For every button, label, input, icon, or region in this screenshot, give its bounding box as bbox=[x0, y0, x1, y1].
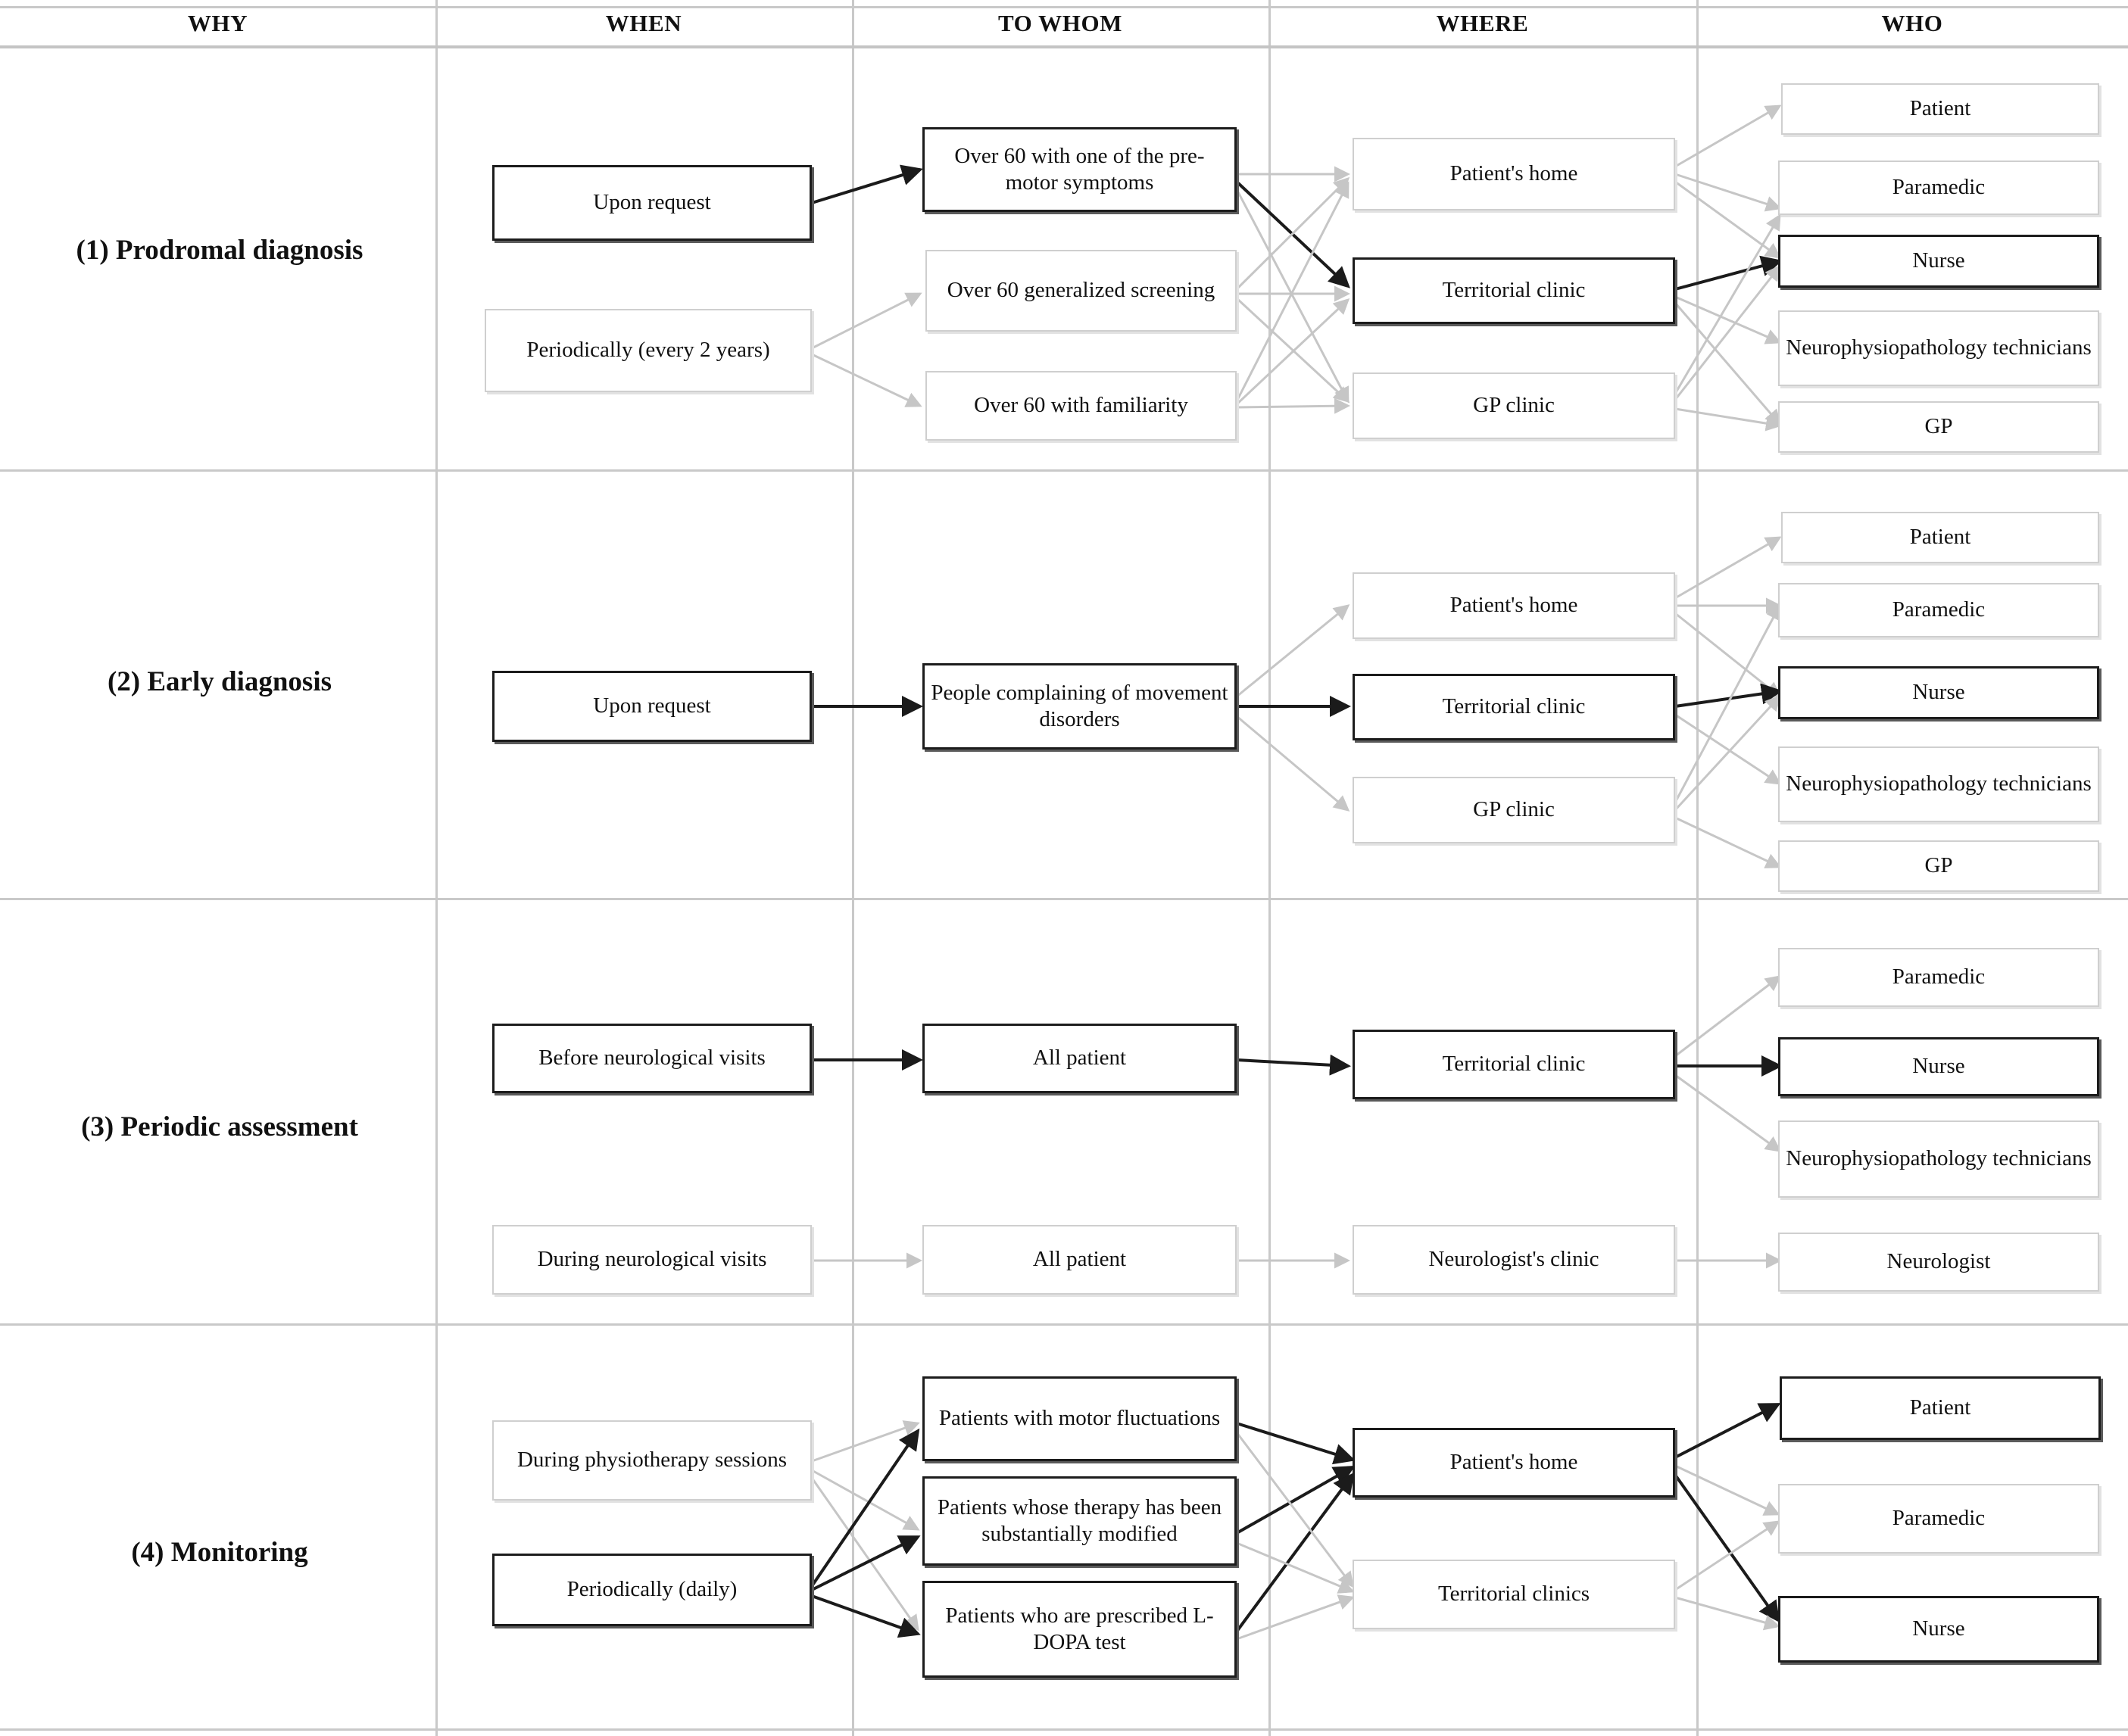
node-where-territorial-clinic-r1[interactable]: Territorial clinic bbox=[1353, 257, 1675, 324]
node-to-whom-movement-disorders[interactable]: People complaining of movement disorders bbox=[922, 663, 1237, 750]
node-when-before-neuro-visits[interactable]: Before neurological visits bbox=[492, 1024, 812, 1093]
grid-vline-3 bbox=[1268, 0, 1271, 1736]
column-header-who: WHO bbox=[1881, 10, 1943, 36]
node-who-nurse-r1[interactable]: Nurse bbox=[1778, 235, 2099, 288]
node-to-whom-motor-fluctuations[interactable]: Patients with motor fluctuations bbox=[922, 1376, 1237, 1461]
node-who-patient-r1[interactable]: Patient bbox=[1781, 83, 2099, 135]
node-who-paramedic-r2[interactable]: Paramedic bbox=[1778, 583, 2099, 637]
grid-hline-bottom bbox=[0, 1728, 2128, 1731]
node-who-neurologist[interactable]: Neurologist bbox=[1778, 1233, 2099, 1292]
grid-hline-top bbox=[0, 6, 2128, 8]
why-label-monitoring: (4) Monitoring bbox=[131, 1536, 308, 1568]
grid-hline-row1-row2 bbox=[0, 469, 2128, 472]
column-header-where: WHERE bbox=[1436, 10, 1529, 36]
node-to-whom-over-60-familiarity[interactable]: Over 60 with familiarity bbox=[925, 371, 1237, 441]
node-who-nurse-r3[interactable]: Nurse bbox=[1778, 1037, 2099, 1096]
node-where-patients-home-r4[interactable]: Patient's home bbox=[1353, 1428, 1675, 1498]
node-where-territorial-clinics-r4[interactable]: Territorial clinics bbox=[1353, 1560, 1675, 1629]
node-when-periodically-daily[interactable]: Periodically (daily) bbox=[492, 1554, 812, 1626]
node-who-paramedic-r4[interactable]: Paramedic bbox=[1778, 1484, 2099, 1554]
node-when-during-physiotherapy[interactable]: During physiotherapy sessions bbox=[492, 1420, 812, 1501]
node-who-gp-r2[interactable]: GP bbox=[1778, 840, 2099, 892]
grid-vline-1 bbox=[435, 0, 438, 1736]
column-header-to-whom: TO WHOM bbox=[997, 10, 1123, 36]
node-to-whom-over-60-premotor[interactable]: Over 60 with one of the pre-motor sympto… bbox=[922, 127, 1237, 212]
grid-hline-header bbox=[0, 45, 2128, 48]
grid-vline-4 bbox=[1696, 0, 1699, 1736]
node-who-neurophys-tech-r1[interactable]: Neurophysiopathology technicians bbox=[1778, 310, 2099, 386]
node-to-whom-therapy-modified[interactable]: Patients whose therapy has been substant… bbox=[922, 1476, 1237, 1566]
node-to-whom-ldopa-test[interactable]: Patients who are prescribed L-DOPA test bbox=[922, 1581, 1237, 1678]
column-header-when: WHEN bbox=[605, 10, 682, 36]
node-where-gp-clinic-r2[interactable]: GP clinic bbox=[1353, 777, 1675, 843]
node-to-whom-over-60-screening[interactable]: Over 60 generalized screening bbox=[925, 250, 1237, 332]
node-who-neurophys-tech-r2[interactable]: Neurophysiopathology technicians bbox=[1778, 746, 2099, 822]
node-when-upon-request[interactable]: Upon request bbox=[492, 165, 812, 241]
why-label-early: (2) Early diagnosis bbox=[107, 665, 332, 697]
node-when-upon-request-r2[interactable]: Upon request bbox=[492, 671, 812, 742]
node-when-during-neuro-visits[interactable]: During neurological visits bbox=[492, 1225, 812, 1295]
node-where-territorial-clinic-r3[interactable]: Territorial clinic bbox=[1353, 1030, 1675, 1099]
node-where-neurologist-clinic[interactable]: Neurologist's clinic bbox=[1353, 1225, 1675, 1295]
node-where-patients-home-r2[interactable]: Patient's home bbox=[1353, 572, 1675, 639]
node-who-patient-r2[interactable]: Patient bbox=[1781, 512, 2099, 563]
node-where-territorial-clinic-r2[interactable]: Territorial clinic bbox=[1353, 674, 1675, 740]
node-who-nurse-r4[interactable]: Nurse bbox=[1778, 1596, 2099, 1663]
grid-hline-row3-row4 bbox=[0, 1323, 2128, 1326]
node-when-periodically-2-years[interactable]: Periodically (every 2 years) bbox=[485, 309, 812, 392]
node-who-nurse-r2[interactable]: Nurse bbox=[1778, 666, 2099, 719]
column-header-why: WHY bbox=[187, 10, 248, 36]
node-who-paramedic-r1[interactable]: Paramedic bbox=[1778, 161, 2099, 215]
node-who-gp-r1[interactable]: GP bbox=[1778, 401, 2099, 453]
node-to-whom-all-patient-r3b[interactable]: All patient bbox=[922, 1225, 1237, 1295]
node-where-gp-clinic-r1[interactable]: GP clinic bbox=[1353, 372, 1675, 439]
node-to-whom-all-patient-r3a[interactable]: All patient bbox=[922, 1024, 1237, 1093]
node-where-patients-home-r1[interactable]: Patient's home bbox=[1353, 138, 1675, 210]
why-label-prodromal: (1) Prodromal diagnosis bbox=[76, 234, 364, 266]
why-label-periodic: (3) Periodic assessment bbox=[81, 1111, 358, 1142]
node-who-neurophys-tech-r3[interactable]: Neurophysiopathology technicians bbox=[1778, 1120, 2099, 1198]
node-who-paramedic-r3[interactable]: Paramedic bbox=[1778, 948, 2099, 1007]
grid-hline-row2-row3 bbox=[0, 898, 2128, 900]
node-who-patient-r4[interactable]: Patient bbox=[1780, 1376, 2101, 1440]
grid-vline-2 bbox=[852, 0, 854, 1736]
